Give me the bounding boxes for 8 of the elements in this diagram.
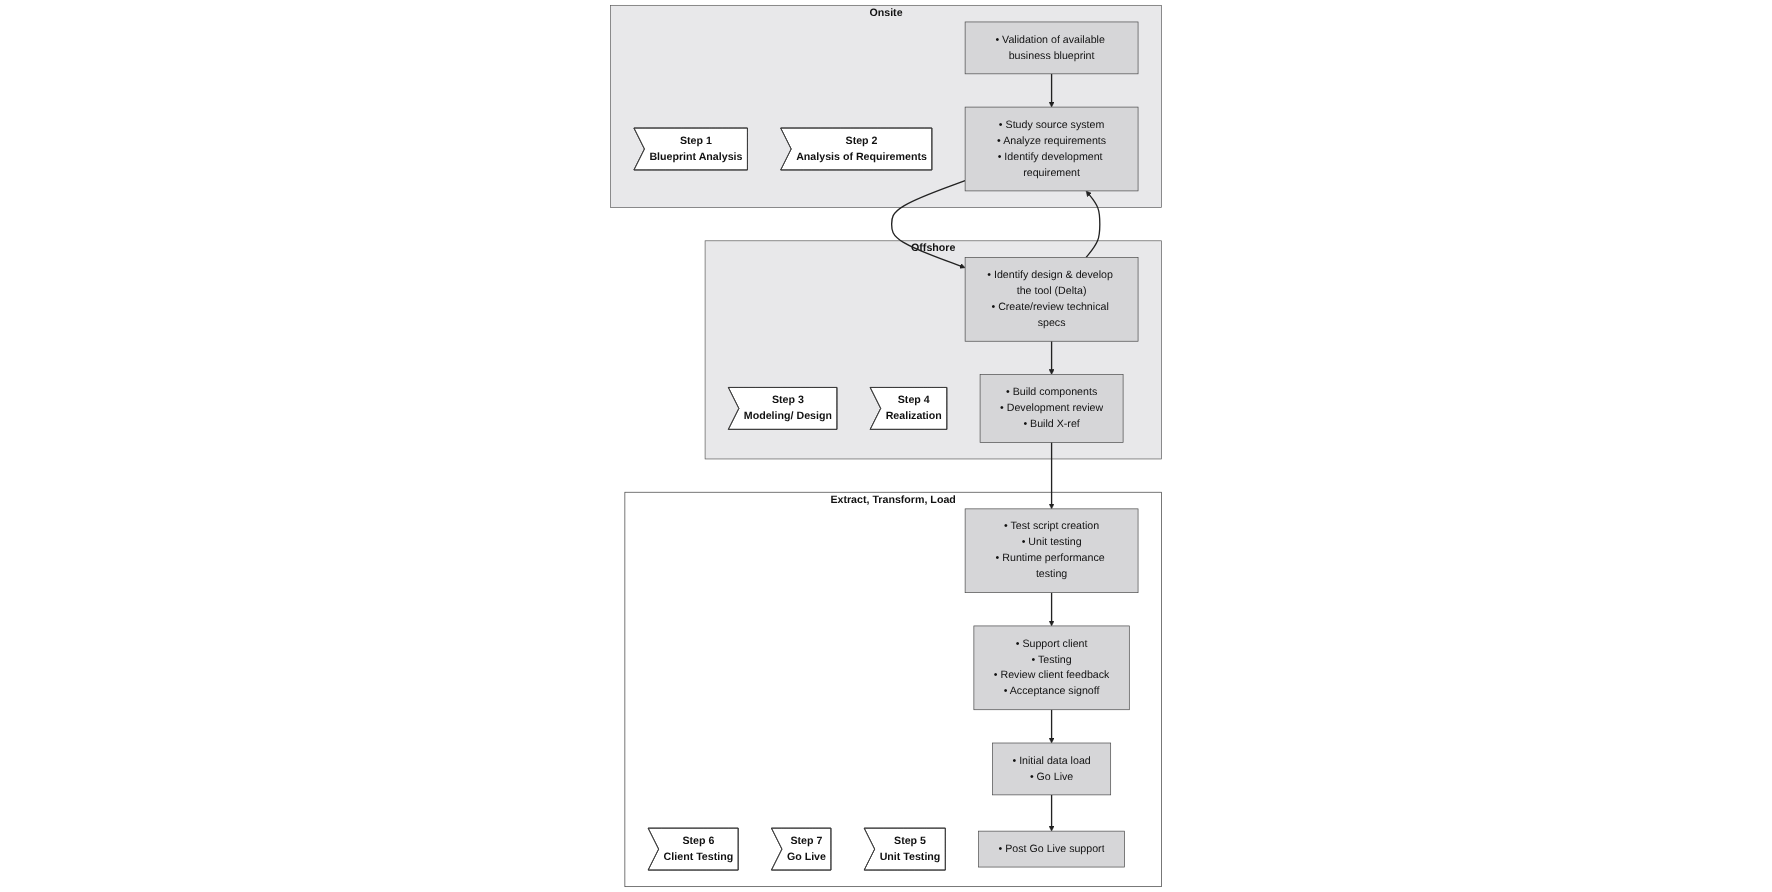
arrow [1048,592,1055,627]
arrow [1048,340,1055,375]
arrow [1085,190,1101,259]
arrow [1048,73,1055,108]
arrow [1048,794,1055,832]
arrow [1048,441,1055,510]
arrow [1048,709,1055,744]
arrow [890,179,966,269]
